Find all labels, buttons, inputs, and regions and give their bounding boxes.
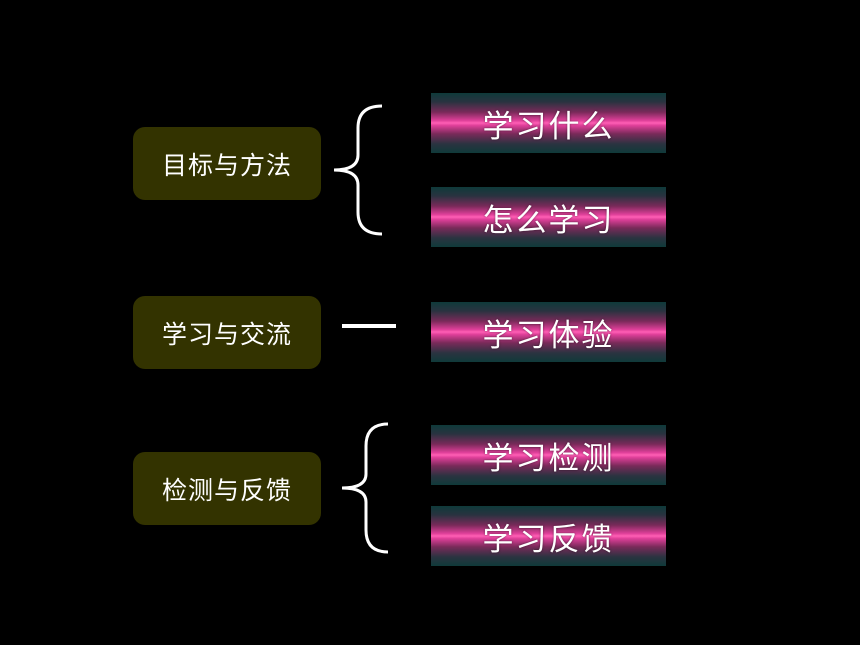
- category-box-test-feedback: 检测与反馈: [133, 452, 321, 525]
- connector-line: [342, 324, 396, 328]
- item-bar-learning-test: 学习检测: [431, 425, 666, 485]
- item-label: 学习体验: [482, 317, 615, 354]
- item-label: 怎么学习: [482, 202, 615, 239]
- category-label: 学习与交流: [161, 319, 292, 349]
- left-brace-icon: [333, 104, 383, 236]
- item-bar-learning-feedback: 学习反馈: [431, 506, 666, 566]
- item-bar-how-to-learn: 怎么学习: [431, 187, 666, 247]
- item-label: 学习反馈: [482, 521, 615, 558]
- item-bar-learning-experience: 学习体验: [431, 302, 666, 362]
- item-label: 学习什么: [482, 108, 615, 145]
- category-box-goals-methods: 目标与方法: [133, 127, 321, 200]
- item-bar-what-to-learn: 学习什么: [431, 93, 666, 153]
- left-brace-icon: [341, 422, 389, 554]
- category-box-learning-exchange: 学习与交流: [133, 296, 321, 369]
- item-label: 学习检测: [482, 440, 615, 477]
- category-label: 检测与反馈: [161, 475, 292, 505]
- category-label: 目标与方法: [161, 150, 292, 180]
